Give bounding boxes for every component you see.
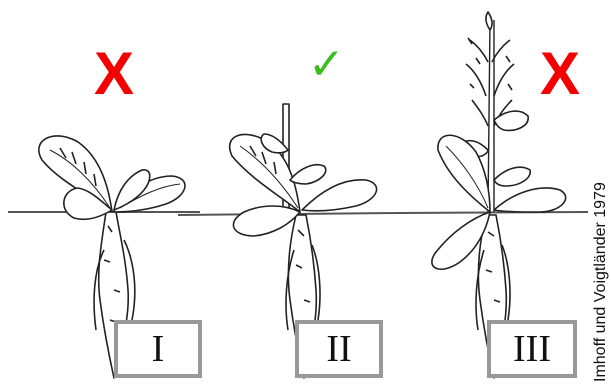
- check-icon: ✓: [308, 39, 345, 90]
- image-credit: Imhoff und Voigtländer 1979: [592, 182, 609, 382]
- stage-label-3: III: [487, 320, 577, 378]
- verdict-mark-stage-3: X: [540, 40, 581, 107]
- stage-label-2: II: [295, 320, 383, 378]
- stage-label-1: I: [114, 320, 202, 378]
- verdict-mark-stage-1: X: [94, 40, 135, 107]
